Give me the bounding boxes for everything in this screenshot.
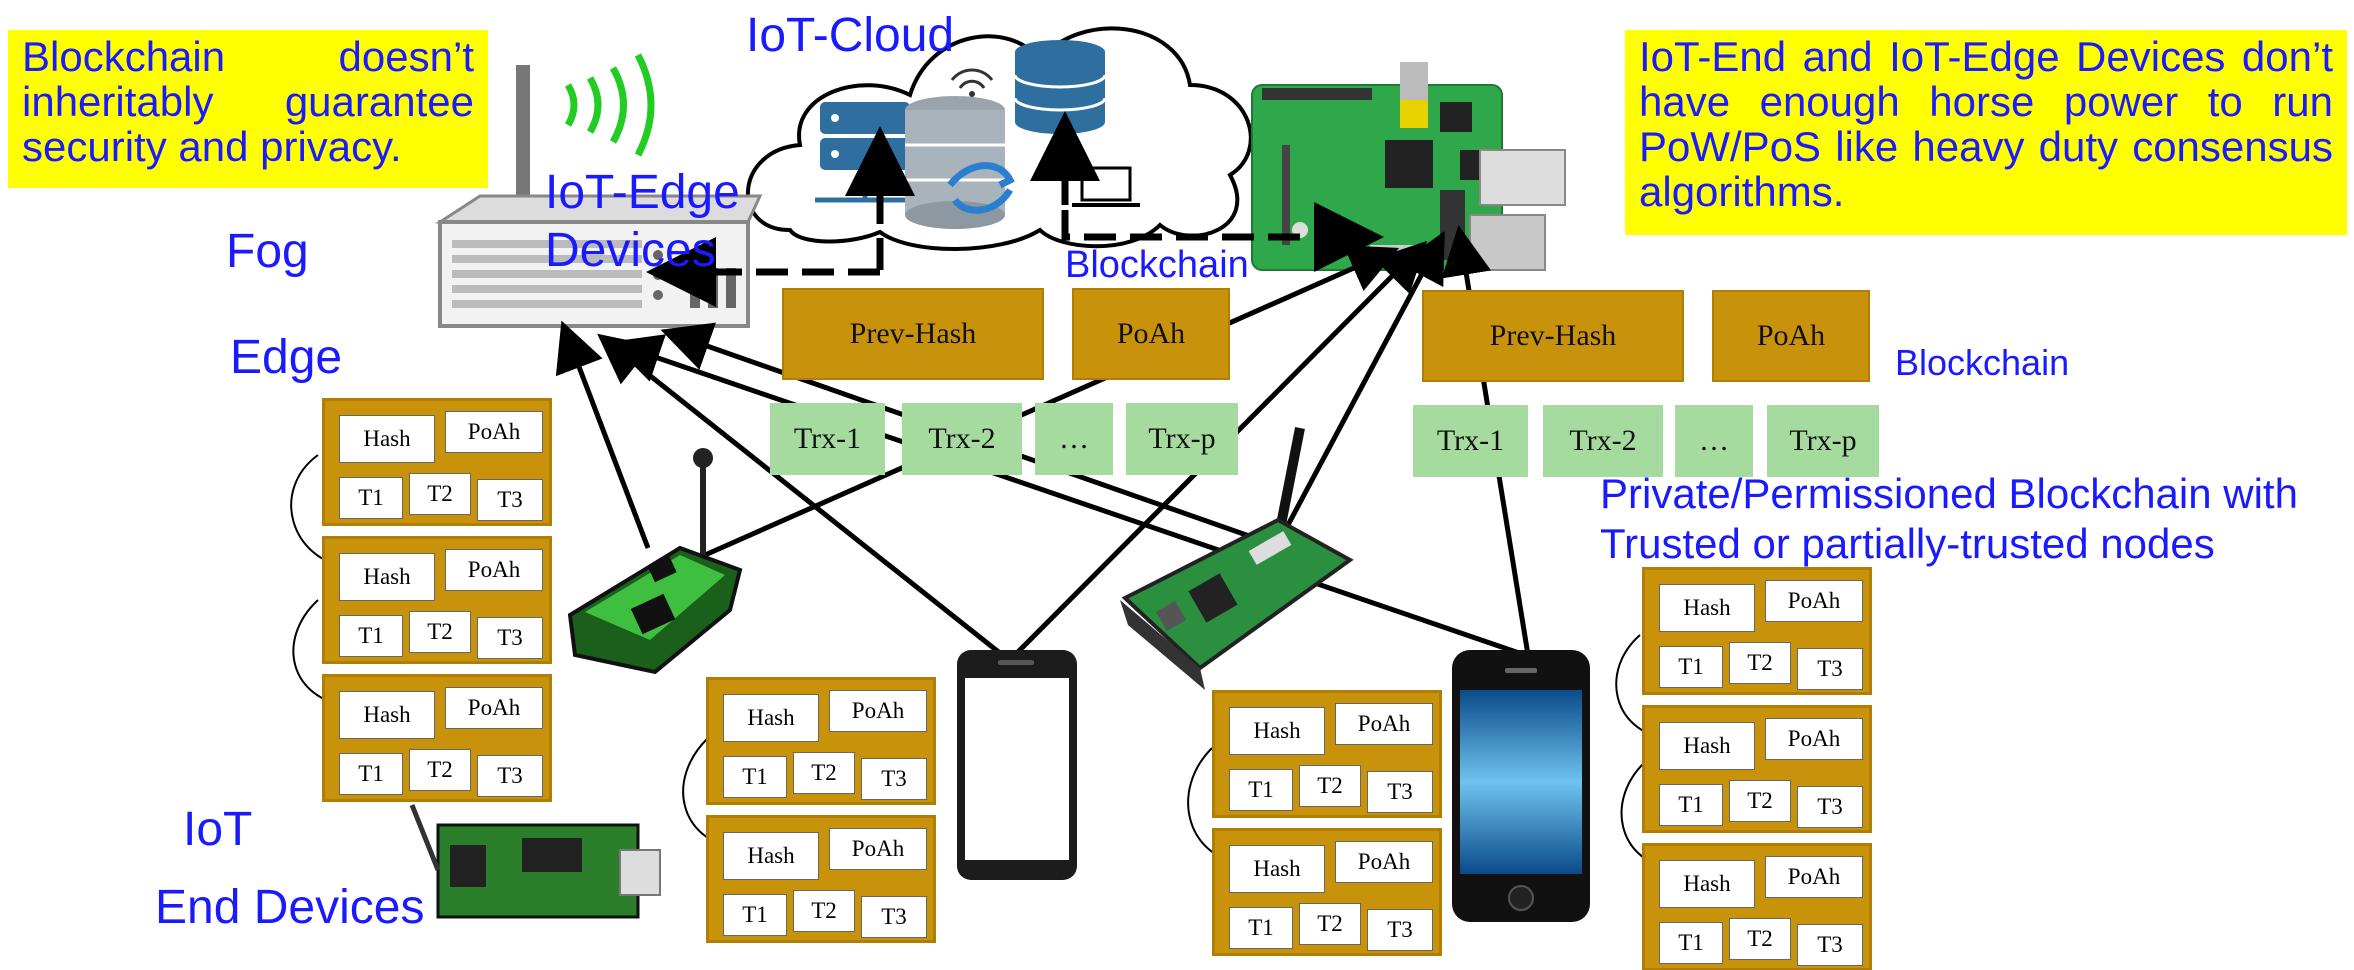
prev-hash-cell: Prev-Hash bbox=[782, 288, 1044, 380]
private-blockchain-label-line2: Trusted or partially-trusted nodes bbox=[1600, 520, 2215, 567]
poah-cell: PoAh bbox=[445, 411, 543, 453]
t2-cell: T2 bbox=[1729, 918, 1791, 960]
t1-cell: T1 bbox=[339, 753, 403, 795]
iot-edge-devices-label-line1: IoT-Edge bbox=[545, 166, 740, 219]
t2-cell: T2 bbox=[1299, 765, 1361, 807]
hash-cell: Hash bbox=[1659, 860, 1755, 908]
t2-cell: T2 bbox=[409, 749, 471, 791]
t3-cell: T3 bbox=[477, 617, 543, 659]
poah-cell: PoAh bbox=[829, 690, 927, 732]
horsepower-note: IoT-End and IoT-Edge Devices don’t have … bbox=[1625, 30, 2347, 235]
t1-cell: T1 bbox=[723, 756, 787, 798]
t2-cell: T2 bbox=[793, 752, 855, 794]
trx-ellipsis-cell: … bbox=[1035, 403, 1113, 475]
trx-cell: Trx-p bbox=[1767, 405, 1879, 477]
t2-cell: T2 bbox=[793, 890, 855, 932]
trx-cell: Trx-p bbox=[1126, 403, 1238, 475]
hash-cell: Hash bbox=[339, 415, 435, 463]
poah-cell: PoAh bbox=[829, 828, 927, 870]
poah-cell: PoAh bbox=[1765, 856, 1863, 898]
t2-cell: T2 bbox=[409, 611, 471, 653]
t3-cell: T3 bbox=[1367, 771, 1433, 813]
t1-cell: T1 bbox=[723, 894, 787, 936]
t1-cell: T1 bbox=[1659, 646, 1723, 688]
iot-label: IoT bbox=[183, 803, 253, 856]
hash-cell: Hash bbox=[339, 553, 435, 601]
hash-cell: Hash bbox=[339, 691, 435, 739]
hash-cell: Hash bbox=[1659, 722, 1755, 770]
t1-cell: T1 bbox=[1659, 784, 1723, 826]
security-note: Blockchain doesn’t inheritably guarantee… bbox=[8, 30, 488, 188]
hash-cell: Hash bbox=[723, 832, 819, 880]
t1-cell: T1 bbox=[339, 477, 403, 519]
poah-cell: PoAh bbox=[1335, 841, 1433, 883]
trx-cell: Trx-2 bbox=[902, 403, 1022, 475]
cloud-dashed-arrows bbox=[646, 111, 1384, 307]
smartphone-icon bbox=[957, 650, 1077, 880]
fog-label: Fog bbox=[226, 225, 309, 278]
iot-edge-devices-label-line2: Devices bbox=[545, 224, 716, 277]
poah-cell: PoAh bbox=[1072, 288, 1230, 380]
trx-cell: Trx-1 bbox=[770, 403, 885, 475]
private-blockchain-label-line1: Private/Permissioned Blockchain with bbox=[1600, 470, 2298, 517]
t3-cell: T3 bbox=[1797, 648, 1863, 690]
t2-cell: T2 bbox=[1299, 903, 1361, 945]
trx-cell: Trx-2 bbox=[1543, 405, 1663, 477]
trx-cell: Trx-1 bbox=[1413, 405, 1528, 477]
poah-cell: PoAh bbox=[1765, 580, 1863, 622]
usb-device-icon bbox=[409, 804, 661, 919]
poah-cell: PoAh bbox=[1712, 290, 1870, 382]
gateway-icon bbox=[567, 448, 743, 675]
t1-cell: T1 bbox=[339, 615, 403, 657]
sensor-board-icon bbox=[1120, 427, 1354, 690]
end-devices-label: End Devices bbox=[155, 881, 425, 934]
t3-cell: T3 bbox=[477, 479, 543, 521]
t2-cell: T2 bbox=[1729, 642, 1791, 684]
t1-cell: T1 bbox=[1229, 907, 1293, 949]
t1-cell: T1 bbox=[1229, 769, 1293, 811]
poah-cell: PoAh bbox=[445, 687, 543, 729]
t3-cell: T3 bbox=[1797, 786, 1863, 828]
iot-cloud-label: IoT-Cloud bbox=[746, 9, 955, 62]
t3-cell: T3 bbox=[1367, 909, 1433, 951]
prev-hash-cell: Prev-Hash bbox=[1422, 290, 1684, 382]
blockchain-label: Blockchain bbox=[1895, 342, 2070, 383]
cloud-blockchain-label: Blockchain bbox=[1065, 244, 1249, 286]
smartphone-icon bbox=[1452, 650, 1590, 922]
trx-ellipsis-cell: … bbox=[1675, 405, 1753, 477]
t1-cell: T1 bbox=[1659, 922, 1723, 964]
poah-cell: PoAh bbox=[1335, 703, 1433, 745]
hash-cell: Hash bbox=[723, 694, 819, 742]
poah-cell: PoAh bbox=[1765, 718, 1863, 760]
edge-label: Edge bbox=[230, 331, 343, 384]
t2-cell: T2 bbox=[1729, 780, 1791, 822]
hash-cell: Hash bbox=[1229, 845, 1325, 893]
t3-cell: T3 bbox=[861, 758, 927, 800]
t3-cell: T3 bbox=[1797, 924, 1863, 966]
hash-cell: Hash bbox=[1229, 707, 1325, 755]
t3-cell: T3 bbox=[477, 755, 543, 797]
t2-cell: T2 bbox=[409, 473, 471, 515]
hash-cell: Hash bbox=[1659, 584, 1755, 632]
poah-cell: PoAh bbox=[445, 549, 543, 591]
t3-cell: T3 bbox=[861, 896, 927, 938]
